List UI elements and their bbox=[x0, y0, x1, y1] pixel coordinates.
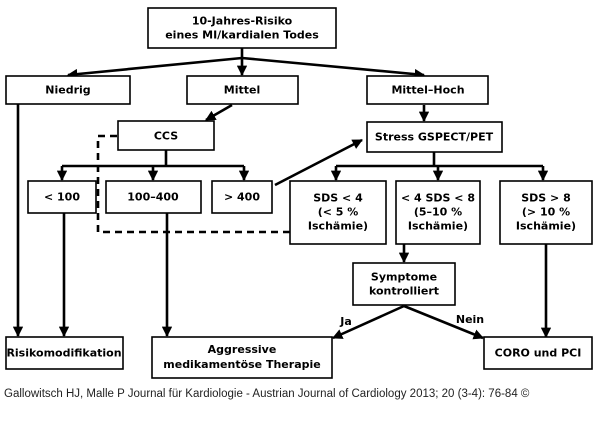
edge-label-no: Nein bbox=[456, 313, 484, 326]
edge-risk-low bbox=[66, 56, 243, 80]
mid-label-line: Mittel bbox=[224, 84, 260, 97]
node-coro: CORO und PCI bbox=[483, 336, 593, 370]
node-mid: Mittel bbox=[186, 75, 299, 105]
ccs-label-line: CCS bbox=[154, 130, 178, 143]
edge-symptoms-nein bbox=[403, 304, 484, 340]
midhigh-label-line: Mittel–Hoch bbox=[391, 84, 464, 97]
sds_lt4-label-line: (< 5 % bbox=[318, 206, 359, 219]
sds_lt4-label-line: SDS < 4 bbox=[313, 192, 363, 205]
node-gt400: > 400 bbox=[211, 180, 273, 214]
node-aggressive: Aggressive medikamentöse Therapie bbox=[151, 336, 333, 379]
edge-label-yes: Ja bbox=[339, 315, 352, 328]
sds_4_8-label-line: < 4 SDS < 8 bbox=[401, 192, 475, 205]
node-sds-4-8: < 4 SDS < 8(5–10 %Ischämie) bbox=[395, 180, 481, 245]
edge-gt400-stress bbox=[274, 138, 363, 187]
node-lt100: < 100 bbox=[27, 180, 97, 214]
sds_4_8-label-line: (5–10 % bbox=[414, 206, 462, 219]
sds_gt8-label-line: (> 10 % bbox=[522, 206, 570, 219]
symptoms-label-line: Symptome bbox=[371, 271, 437, 284]
edge-symptoms-ja bbox=[332, 304, 405, 340]
node-midhigh: Mittel–Hoch bbox=[366, 75, 489, 105]
edge-mid-ccs bbox=[205, 103, 233, 122]
coro-label-line: CORO und PCI bbox=[495, 347, 582, 360]
node-sds-lt4: SDS < 4(< 5 %Ischämie) bbox=[289, 180, 387, 245]
node-sds-gt8: SDS > 8(> 10 %Ischämie) bbox=[499, 180, 593, 245]
figure-caption: Gallowitsch HJ, Malle P Journal für Kard… bbox=[4, 388, 530, 400]
aggressive-label-line: Aggressive bbox=[208, 343, 277, 356]
node-ccs: CCS bbox=[117, 120, 215, 151]
low-label-line: Niedrig bbox=[45, 84, 90, 97]
edge-dashed-loop bbox=[96, 134, 290, 234]
sds_lt4-label-line: Ischämie) bbox=[308, 220, 368, 233]
symptoms-label-line: kontrolliert bbox=[369, 285, 439, 298]
r100_400-label-line: 100–400 bbox=[127, 191, 179, 204]
node-100-400: 100–400 bbox=[105, 180, 202, 214]
edges bbox=[12, 47, 552, 340]
gt400-label-line: > 400 bbox=[224, 191, 260, 204]
sds_4_8-label-line: Ischämie) bbox=[408, 220, 468, 233]
sds_gt8-label-line: Ischämie) bbox=[516, 220, 576, 233]
risk-label-line: 10-Jahres-Risiko bbox=[192, 15, 293, 28]
stress-label-line: Stress GSPECT/PET bbox=[375, 131, 494, 144]
sds_gt8-label-line: SDS > 8 bbox=[521, 192, 571, 205]
riskmod-label-line: Risikomodifikation bbox=[6, 347, 121, 360]
node-riskmod: Risikomodifikation bbox=[5, 336, 124, 370]
aggressive-label-line: medikamentöse Therapie bbox=[163, 358, 320, 371]
node-stress: Stress GSPECT/PET bbox=[366, 121, 503, 153]
edge-risk-midhigh bbox=[241, 56, 426, 80]
node-low: Niedrig bbox=[5, 75, 131, 105]
risk-label-line: eines MI/kardialen Todes bbox=[165, 29, 319, 42]
lt100-label-line: < 100 bbox=[44, 191, 80, 204]
